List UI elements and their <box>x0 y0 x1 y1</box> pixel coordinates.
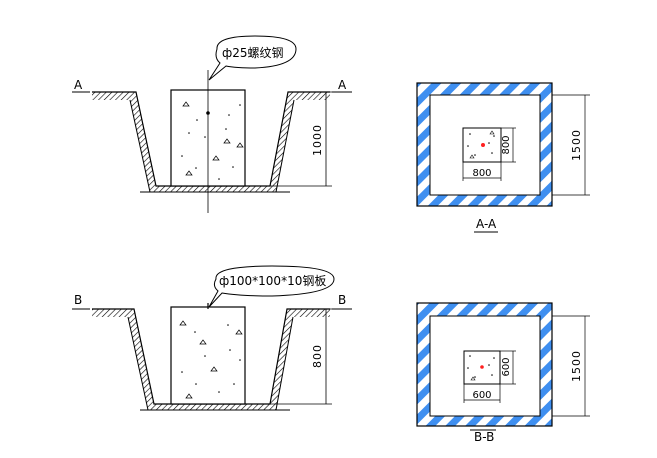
depth-dim-a-text: 1000 <box>311 124 324 156</box>
plan-a-inner-h-text: 800 <box>501 135 512 154</box>
plan-b-outer-text: 1500 <box>570 350 583 382</box>
section-b-left-label: B <box>74 293 82 307</box>
plan-b-title: B-B <box>474 430 494 444</box>
plate-callout-text: ф100*100*10钢板 <box>219 274 326 288</box>
soil-hatch-b <box>92 309 330 410</box>
section-b-right-label: B <box>338 293 346 307</box>
rebar-callout-text: ф25螺纹钢 <box>222 46 284 60</box>
section-a-elevation: A A ф25螺纹钢 <box>72 35 352 213</box>
plan-b-inner-h-text: 600 <box>501 357 512 376</box>
plate-callout: ф100*100*10钢板 <box>208 265 335 308</box>
section-a-plan: 800 800 1500 A-A <box>416 82 590 233</box>
plan-b-inner-w-text: 600 <box>472 390 491 401</box>
plan-a-inner-w-text: 800 <box>472 168 491 179</box>
section-a-right-label: A <box>338 78 347 92</box>
section-a-left-label: A <box>74 78 83 92</box>
concrete-speckle <box>181 101 244 180</box>
depth-dimension-b: 800 <box>270 308 332 405</box>
section-b-plan: 600 600 1500 B-B <box>416 302 590 444</box>
depth-dim-b-text: 800 <box>311 344 324 368</box>
rebar-callout: ф25螺纹钢 <box>208 35 297 81</box>
section-b-elevation: B B ф100*100*10钢板 <box>72 265 352 411</box>
plan-a-title: A-A <box>476 217 497 231</box>
depth-dimension-a: 1000 <box>270 91 332 187</box>
plan-b-plate-marker <box>480 365 484 369</box>
plan-a-rebar-marker <box>481 143 485 147</box>
concrete-pier-b <box>170 306 246 405</box>
plan-a-outer-text: 1500 <box>570 129 583 161</box>
concrete-speckle-b <box>179 320 243 399</box>
